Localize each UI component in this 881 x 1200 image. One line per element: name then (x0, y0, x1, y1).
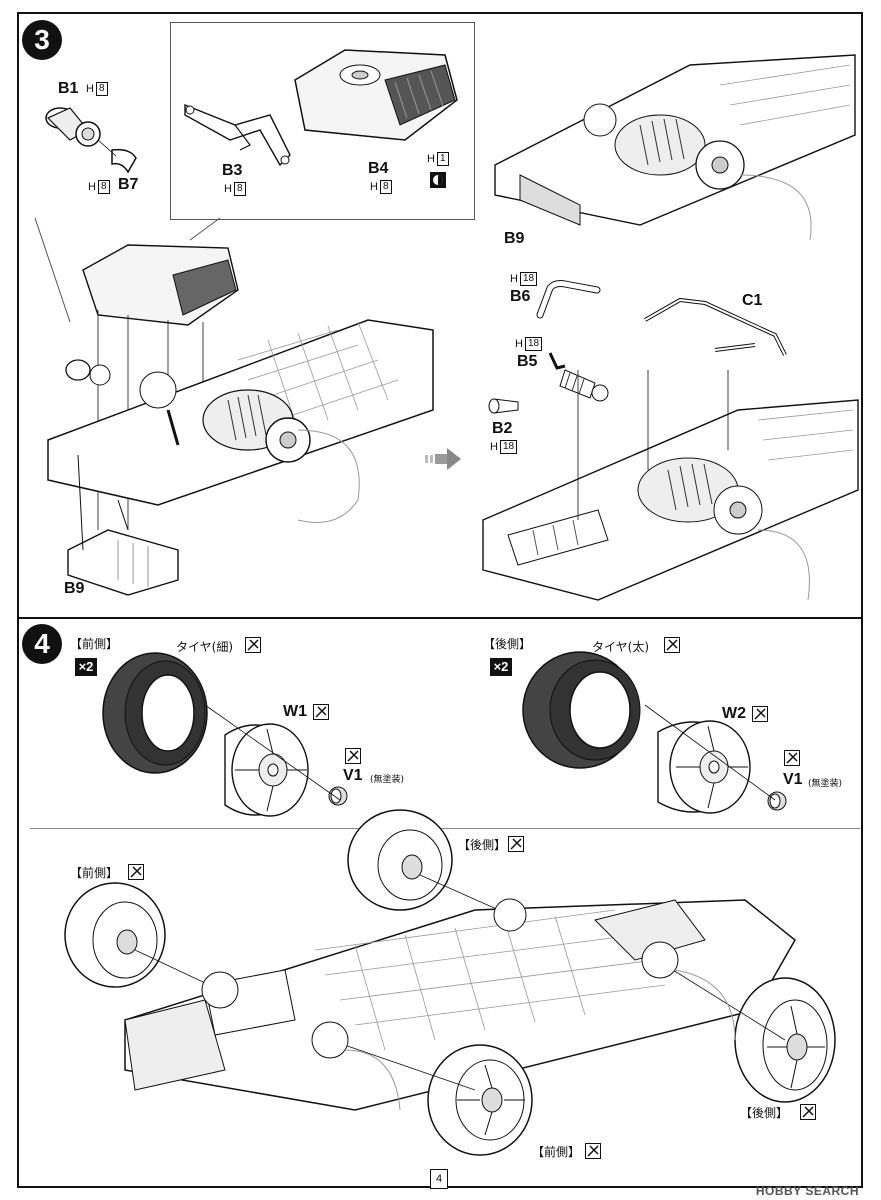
multiplier-front: ×2 (75, 658, 97, 676)
paint-num: 18 (519, 272, 538, 286)
step-3-number: 3 (22, 20, 62, 60)
section-divider (17, 617, 863, 619)
cement-glue-icon (752, 706, 768, 722)
rear-wheel-w2 (657, 720, 751, 814)
cement-glue-icon (784, 750, 800, 766)
part-b9-bottom: B9 (64, 580, 85, 597)
cement-glue-icon (128, 864, 144, 880)
paint-h: H (427, 153, 435, 165)
paint-num: 18 (499, 440, 518, 454)
label-assembly-rear-top: 【後側】 (458, 838, 507, 852)
part-w1: W1 (283, 703, 307, 720)
paint-h: H (490, 441, 498, 453)
part-b6: B6 (510, 288, 531, 305)
label-assembly-rear-right: 【後側】 (740, 1106, 789, 1120)
b4-engine-block (294, 49, 458, 141)
watermark: HOBBY SEARCH (755, 1184, 859, 1198)
c1-rollbar (644, 297, 787, 356)
half-circle-decal-icon (430, 172, 446, 188)
paint-num: 1 (436, 152, 449, 166)
axle-line-front (204, 704, 341, 801)
label-unpainted-front: (無塗装) (370, 775, 405, 785)
part-b7: B7 (118, 176, 139, 193)
cement-glue-icon (508, 836, 524, 852)
b5-muffler (548, 352, 609, 402)
paint-h: H (224, 183, 232, 195)
part-b9-top: B9 (504, 230, 525, 247)
cement-glue-icon (245, 637, 261, 653)
hub-cap-v1-front (328, 786, 348, 806)
b3-suspension-arm (184, 103, 291, 167)
cement-glue-icon (664, 637, 680, 653)
b1-exhaust-parts (45, 107, 137, 174)
paint-h: H (86, 83, 94, 95)
step3-right-bottom-chassis (482, 370, 859, 601)
paint-num: 8 (97, 180, 110, 194)
label-tire-thick: タイヤ(太) (592, 640, 650, 654)
b2-tip (488, 398, 519, 414)
front-tire-thin (102, 652, 208, 774)
front-wheel-w1 (224, 723, 309, 817)
step-4-number: 4 (22, 624, 62, 664)
b6-pipe (536, 280, 601, 319)
paint-num: 18 (524, 337, 543, 351)
part-b3: B3 (222, 162, 243, 179)
part-v1-front: V1 (343, 767, 363, 784)
step4-full-assembly (64, 809, 836, 1156)
label-rear: 【後側】 (483, 637, 532, 651)
label-tire-thin: タイヤ(細) (176, 640, 234, 654)
part-b4: B4 (368, 160, 389, 177)
label-assembly-front-bottom: 【前側】 (532, 1145, 581, 1159)
paint-h: H (370, 181, 378, 193)
paint-h: H (88, 181, 96, 193)
paint-h: H (515, 338, 523, 350)
cement-glue-icon (585, 1143, 601, 1159)
part-b1: B1 (58, 80, 79, 97)
cement-glue-icon (345, 748, 361, 764)
part-b5: B5 (517, 353, 538, 370)
step-arrow-icon (425, 448, 461, 470)
label-front: 【前側】 (70, 637, 119, 651)
part-b2: B2 (492, 420, 513, 437)
page-number: 4 (430, 1169, 448, 1189)
axle-line-rear (644, 704, 776, 801)
part-w2: W2 (722, 705, 746, 722)
paint-h: H (510, 273, 518, 285)
cement-glue-icon (800, 1104, 816, 1120)
paint-num: 8 (233, 182, 246, 196)
label-assembly-front-left: 【前側】 (70, 866, 119, 880)
callout-box (170, 22, 475, 220)
paint-num: 8 (379, 180, 392, 194)
rear-tire-thick (522, 651, 641, 769)
paint-num: 8 (95, 82, 108, 96)
multiplier-rear: ×2 (490, 658, 512, 676)
label-unpainted-rear: (無塗装) (808, 779, 843, 789)
part-v1-rear: V1 (783, 771, 803, 788)
cement-glue-icon (313, 704, 329, 720)
sub-divider (30, 828, 860, 829)
part-c1: C1 (742, 292, 763, 309)
hub-cap-v1-rear (767, 791, 787, 811)
step3-left-chassis (47, 244, 434, 596)
callout-lines (34, 217, 221, 323)
step3-right-top-chassis (494, 54, 856, 241)
